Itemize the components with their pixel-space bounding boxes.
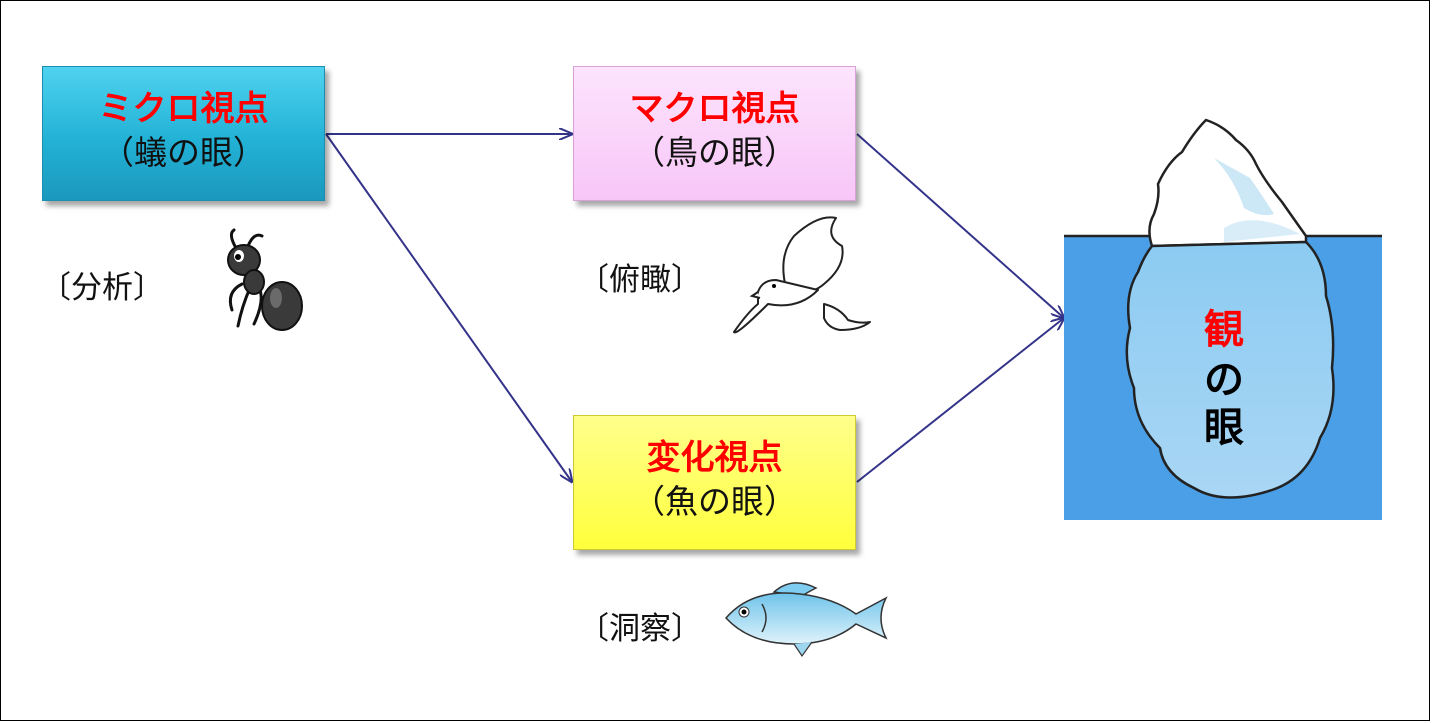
insight-label: 〔洞察〕 [578, 611, 702, 647]
macro-title: マクロ視点 [629, 89, 800, 129]
iceberg-text-2: の [1204, 357, 1244, 403]
iceberg-text-3: 眼 [1204, 405, 1244, 451]
ant-icon [227, 228, 303, 331]
fish-icon [724, 582, 888, 658]
dove-icon [733, 216, 871, 334]
macro-subtitle: （鳥の眼） [632, 133, 797, 172]
analysis-label: 〔分析〕 [40, 270, 164, 306]
arrow-micro-to-change [325, 133, 572, 482]
micro-title: ミクロ視点 [98, 89, 269, 129]
change-viewpoint-box: 変化視点 （魚の眼） [573, 415, 856, 550]
arrow-change-to-iceberg [856, 318, 1064, 483]
arrow-macro-to-iceberg [856, 133, 1064, 318]
micro-viewpoint-box: ミクロ視点 （蟻の眼） [42, 66, 325, 201]
change-title: 変化視点 [646, 438, 783, 478]
change-subtitle: （魚の眼） [632, 482, 797, 521]
iceberg-icon [1064, 118, 1382, 520]
micro-subtitle: （蟻の眼） [101, 133, 266, 172]
iceberg-text-1: 観 [1204, 307, 1244, 353]
macro-viewpoint-box: マクロ視点 （鳥の眼） [573, 66, 856, 201]
overview-label: 〔俯瞰〕 [578, 262, 702, 298]
